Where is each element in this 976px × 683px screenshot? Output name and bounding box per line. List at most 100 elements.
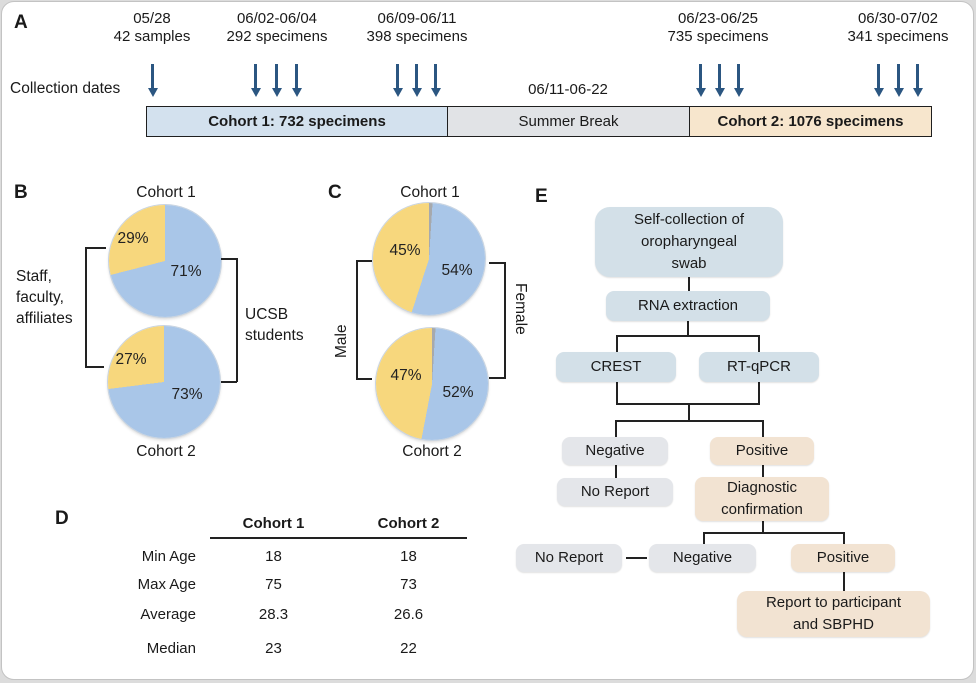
flow-line xyxy=(688,277,690,292)
down-arrow-icon xyxy=(877,64,880,88)
down-arrow-icon xyxy=(916,64,919,88)
flow-line xyxy=(615,465,617,478)
pie-b2-yellow-value: 27% xyxy=(115,351,147,368)
table-header-rule xyxy=(210,537,467,539)
flow-node-self-collection: Self-collection of oropharyngeal swab xyxy=(595,207,783,277)
flow-line xyxy=(616,335,760,337)
bracket-line xyxy=(504,262,506,379)
down-arrow-icon xyxy=(151,64,154,88)
row-label: Max Age xyxy=(137,576,196,593)
flow-node-negative-1: Negative xyxy=(562,437,668,465)
down-arrow-icon xyxy=(415,64,418,88)
down-arrow-icon xyxy=(396,64,399,88)
pie-b1-blue-value: 71% xyxy=(170,263,202,280)
table-row: Min Age 18 18 xyxy=(60,548,470,565)
event-0602: 06/02-06/04 292 specimens xyxy=(202,10,352,47)
row-cohort1-value: 23 xyxy=(265,640,282,657)
event-0528: 05/28 42 samples xyxy=(77,10,227,47)
bracket-line xyxy=(356,378,372,380)
timeline-cohort1: Cohort 1: 732 specimens xyxy=(147,107,447,136)
flow-line xyxy=(758,382,760,404)
timeline-bar: Cohort 1: 732 specimens Summer Break Coh… xyxy=(146,106,932,137)
row-cohort1-value: 28.3 xyxy=(258,606,289,623)
pie-chart-b-cohort1 xyxy=(109,205,221,317)
flow-node-no-report-1: No Report xyxy=(557,478,673,506)
pie-b1-yellow-value: 29% xyxy=(117,230,149,247)
flow-line xyxy=(758,335,760,352)
table-header-cohort1: Cohort 1 xyxy=(242,515,305,532)
flow-line xyxy=(615,420,763,422)
event-count: 735 specimens xyxy=(667,28,769,46)
down-arrow-icon xyxy=(254,64,257,88)
event-date: 05/28 xyxy=(133,10,171,27)
flow-line xyxy=(762,465,764,478)
row-cohort2-value: 22 xyxy=(400,640,417,657)
table-header-row: Cohort 1 Cohort 2 xyxy=(60,515,470,532)
timeline-cohort2: Cohort 2: 1076 specimens xyxy=(690,107,931,136)
flow-line xyxy=(703,532,705,544)
down-arrow-icon xyxy=(434,64,437,88)
row-label: Average xyxy=(140,606,196,623)
pie-b2-title: Cohort 2 xyxy=(136,443,196,460)
flow-line xyxy=(616,382,618,404)
flow-line xyxy=(688,403,690,421)
female-label: Female xyxy=(512,283,529,335)
male-label: Male xyxy=(333,324,350,358)
row-cohort2-value: 18 xyxy=(400,548,417,565)
event-0623: 06/23-06/25 735 specimens xyxy=(643,10,793,47)
event-date: 06/30-07/02 xyxy=(857,10,939,27)
bracket-line xyxy=(489,377,505,379)
row-cohort1-value: 75 xyxy=(265,576,282,593)
event-0609: 06/09-06/11 398 specimens xyxy=(342,10,492,47)
pie-c2-title: Cohort 2 xyxy=(402,443,462,460)
event-0630: 06/30-07/02 341 specimens xyxy=(823,10,973,47)
bracket-line xyxy=(221,258,237,260)
table-row: Median 23 22 xyxy=(60,640,470,657)
event-count: 42 samples xyxy=(113,28,191,46)
flow-node-report-sbphd: Report to participant and SBPHD xyxy=(737,591,930,637)
flow-line xyxy=(703,532,844,534)
panel-d-label: D xyxy=(55,508,69,529)
panel-c-label: C xyxy=(328,182,342,203)
flow-line xyxy=(616,335,618,352)
down-arrow-icon xyxy=(275,64,278,88)
pie-c2-blue-value: 52% xyxy=(442,384,474,401)
flow-node-positive-2: Positive xyxy=(791,544,895,572)
down-arrow-icon xyxy=(718,64,721,88)
event-date: 06/09-06/11 xyxy=(377,10,457,27)
down-arrow-icon xyxy=(295,64,298,88)
collection-dates-label: Collection dates xyxy=(10,80,121,97)
bracket-line xyxy=(85,247,106,249)
flow-node-diagnostic-confirmation: Diagnostic confirmation xyxy=(695,477,829,521)
staff-faculty-label: Staff, faculty, affiliates xyxy=(16,268,73,327)
table-header-cohort2: Cohort 2 xyxy=(377,515,440,532)
flow-line xyxy=(615,420,617,437)
bracket-line xyxy=(356,260,372,262)
event-date: 06/23-06/25 xyxy=(677,10,759,27)
flow-line xyxy=(762,420,764,437)
down-arrow-icon xyxy=(699,64,702,88)
bracket-line xyxy=(221,381,237,383)
flow-node-no-report-2: No Report xyxy=(516,544,622,572)
row-cohort2-value: 73 xyxy=(400,576,417,593)
bracket-line xyxy=(356,260,358,380)
pie-chart-c-cohort2 xyxy=(376,328,488,440)
event-date: 06/02-06/04 xyxy=(236,10,318,27)
pie-c2-yellow-value: 47% xyxy=(390,367,422,384)
row-cohort1-value: 18 xyxy=(265,548,282,565)
ucsb-students-label: UCSB students xyxy=(245,306,304,344)
panel-a-label: A xyxy=(14,12,28,33)
timeline-summer-break: Summer Break xyxy=(447,107,690,136)
event-count: 398 specimens xyxy=(366,28,468,46)
event-count: 292 specimens xyxy=(226,28,328,46)
row-label: Median xyxy=(146,640,196,657)
event-count: 341 specimens xyxy=(847,28,949,46)
pie-c1-blue-value: 54% xyxy=(441,262,473,279)
flow-node-crest: CREST xyxy=(556,352,676,382)
pie-c1-yellow-value: 45% xyxy=(389,242,421,259)
table-row: Max Age 75 73 xyxy=(60,576,470,593)
bracket-line xyxy=(236,258,238,382)
down-arrow-icon xyxy=(897,64,900,88)
pie-chart-c-cohort1 xyxy=(373,203,485,315)
